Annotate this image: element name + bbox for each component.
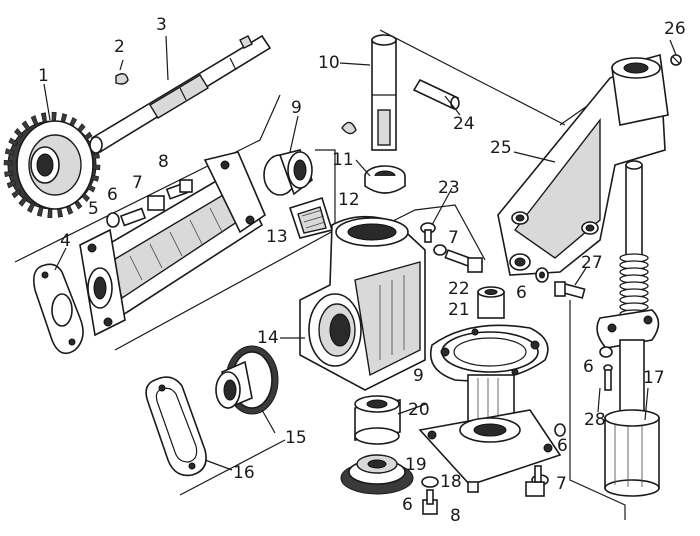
part-22-sleeve — [477, 286, 505, 319]
callout-6-c: 6 — [557, 436, 568, 456]
part-19-bevel-gear — [340, 454, 414, 495]
part-16-gasket — [145, 376, 207, 477]
callout-16: 16 — [233, 463, 255, 483]
gear-tooth — [36, 206, 44, 217]
callout-2: 2 — [114, 37, 125, 57]
gear-tooth — [18, 196, 28, 207]
callout-18: 18 — [440, 472, 462, 492]
callout-7-a: 7 — [132, 173, 143, 193]
callout-26: 26 — [664, 19, 686, 39]
callout-3: 3 — [156, 15, 167, 35]
part-14-housing — [299, 215, 426, 391]
callout-7-c: 7 — [556, 474, 567, 494]
callout-11: 11 — [332, 150, 354, 170]
callout-27: 27 — [581, 253, 603, 273]
part-20-bushing — [354, 395, 401, 445]
callout-17: 17 — [643, 368, 665, 388]
callout-20: 20 — [408, 400, 430, 420]
callout-6-a: 6 — [107, 185, 118, 205]
callout-10: 10 — [318, 53, 340, 73]
part-3-shaft — [89, 34, 272, 154]
part-23-screw — [420, 222, 436, 243]
pump-tube-housing — [79, 151, 266, 337]
callout-6-d: 6 — [402, 495, 413, 515]
gear-tooth — [4, 170, 14, 178]
bolt-mid — [433, 244, 483, 273]
gear-tooth — [6, 180, 17, 189]
gear-tooth — [14, 128, 24, 138]
gear-tooth — [4, 148, 15, 156]
gear-tooth — [11, 188, 22, 199]
callout-21: 21 — [448, 300, 470, 320]
gear-tooth — [21, 120, 31, 132]
callout-9-a: 9 — [291, 98, 302, 118]
callout-15: 15 — [285, 428, 307, 448]
part-15-gear — [215, 345, 279, 415]
callout-23: 23 — [438, 178, 460, 198]
gear-tooth — [47, 208, 53, 219]
part-12-filter — [288, 196, 334, 239]
callout-25: 25 — [490, 138, 512, 158]
callout-19: 19 — [405, 455, 427, 475]
gear-tooth — [51, 111, 57, 122]
group-frame-lines — [14, 29, 626, 520]
part-9-bushing — [263, 149, 313, 196]
part-21-flange — [430, 324, 549, 382]
callout-13: 13 — [266, 227, 288, 247]
callout-28: 28 — [584, 410, 606, 430]
callout-9-b: 9 — [413, 366, 424, 386]
part-26-screw — [670, 54, 682, 66]
part-11-ring — [364, 165, 406, 194]
callout-6-e: 6 — [583, 357, 594, 377]
callout-7-b: 7 — [448, 228, 459, 248]
part-17-vertical-shaft — [596, 160, 660, 497]
callout-1: 1 — [38, 66, 49, 86]
gear-tooth — [8, 137, 19, 147]
callout-4: 4 — [60, 231, 71, 251]
leader-lines — [43, 35, 677, 471]
lower-base-housing — [418, 374, 562, 486]
callout-22: 22 — [448, 279, 470, 299]
gear-tooth — [26, 202, 36, 214]
part-10-pin — [371, 34, 397, 151]
washer-near-bracket — [535, 267, 549, 283]
callout-24: 24 — [453, 114, 475, 134]
bolt-cluster-upper-left — [106, 179, 193, 228]
part-4-gasket — [32, 263, 84, 355]
callout-6-b: 6 — [516, 283, 527, 303]
callout-14: 14 — [257, 328, 279, 348]
gear-tooth — [40, 112, 47, 123]
callout-8-a: 8 — [158, 152, 169, 172]
callout-12: 12 — [338, 190, 360, 210]
callout-5: 5 — [88, 199, 99, 219]
bottom-fasteners — [421, 423, 566, 515]
part-27-bolt — [554, 281, 586, 299]
part-1-spur-gear — [3, 111, 101, 219]
part-25-bracket — [497, 53, 669, 276]
part-28-screw — [599, 346, 613, 391]
callout-8-b: 8 — [450, 506, 461, 526]
gear-tooth — [3, 159, 13, 166]
part-2-key — [115, 59, 129, 85]
gear-tooth — [30, 115, 39, 126]
small-key — [341, 121, 357, 135]
